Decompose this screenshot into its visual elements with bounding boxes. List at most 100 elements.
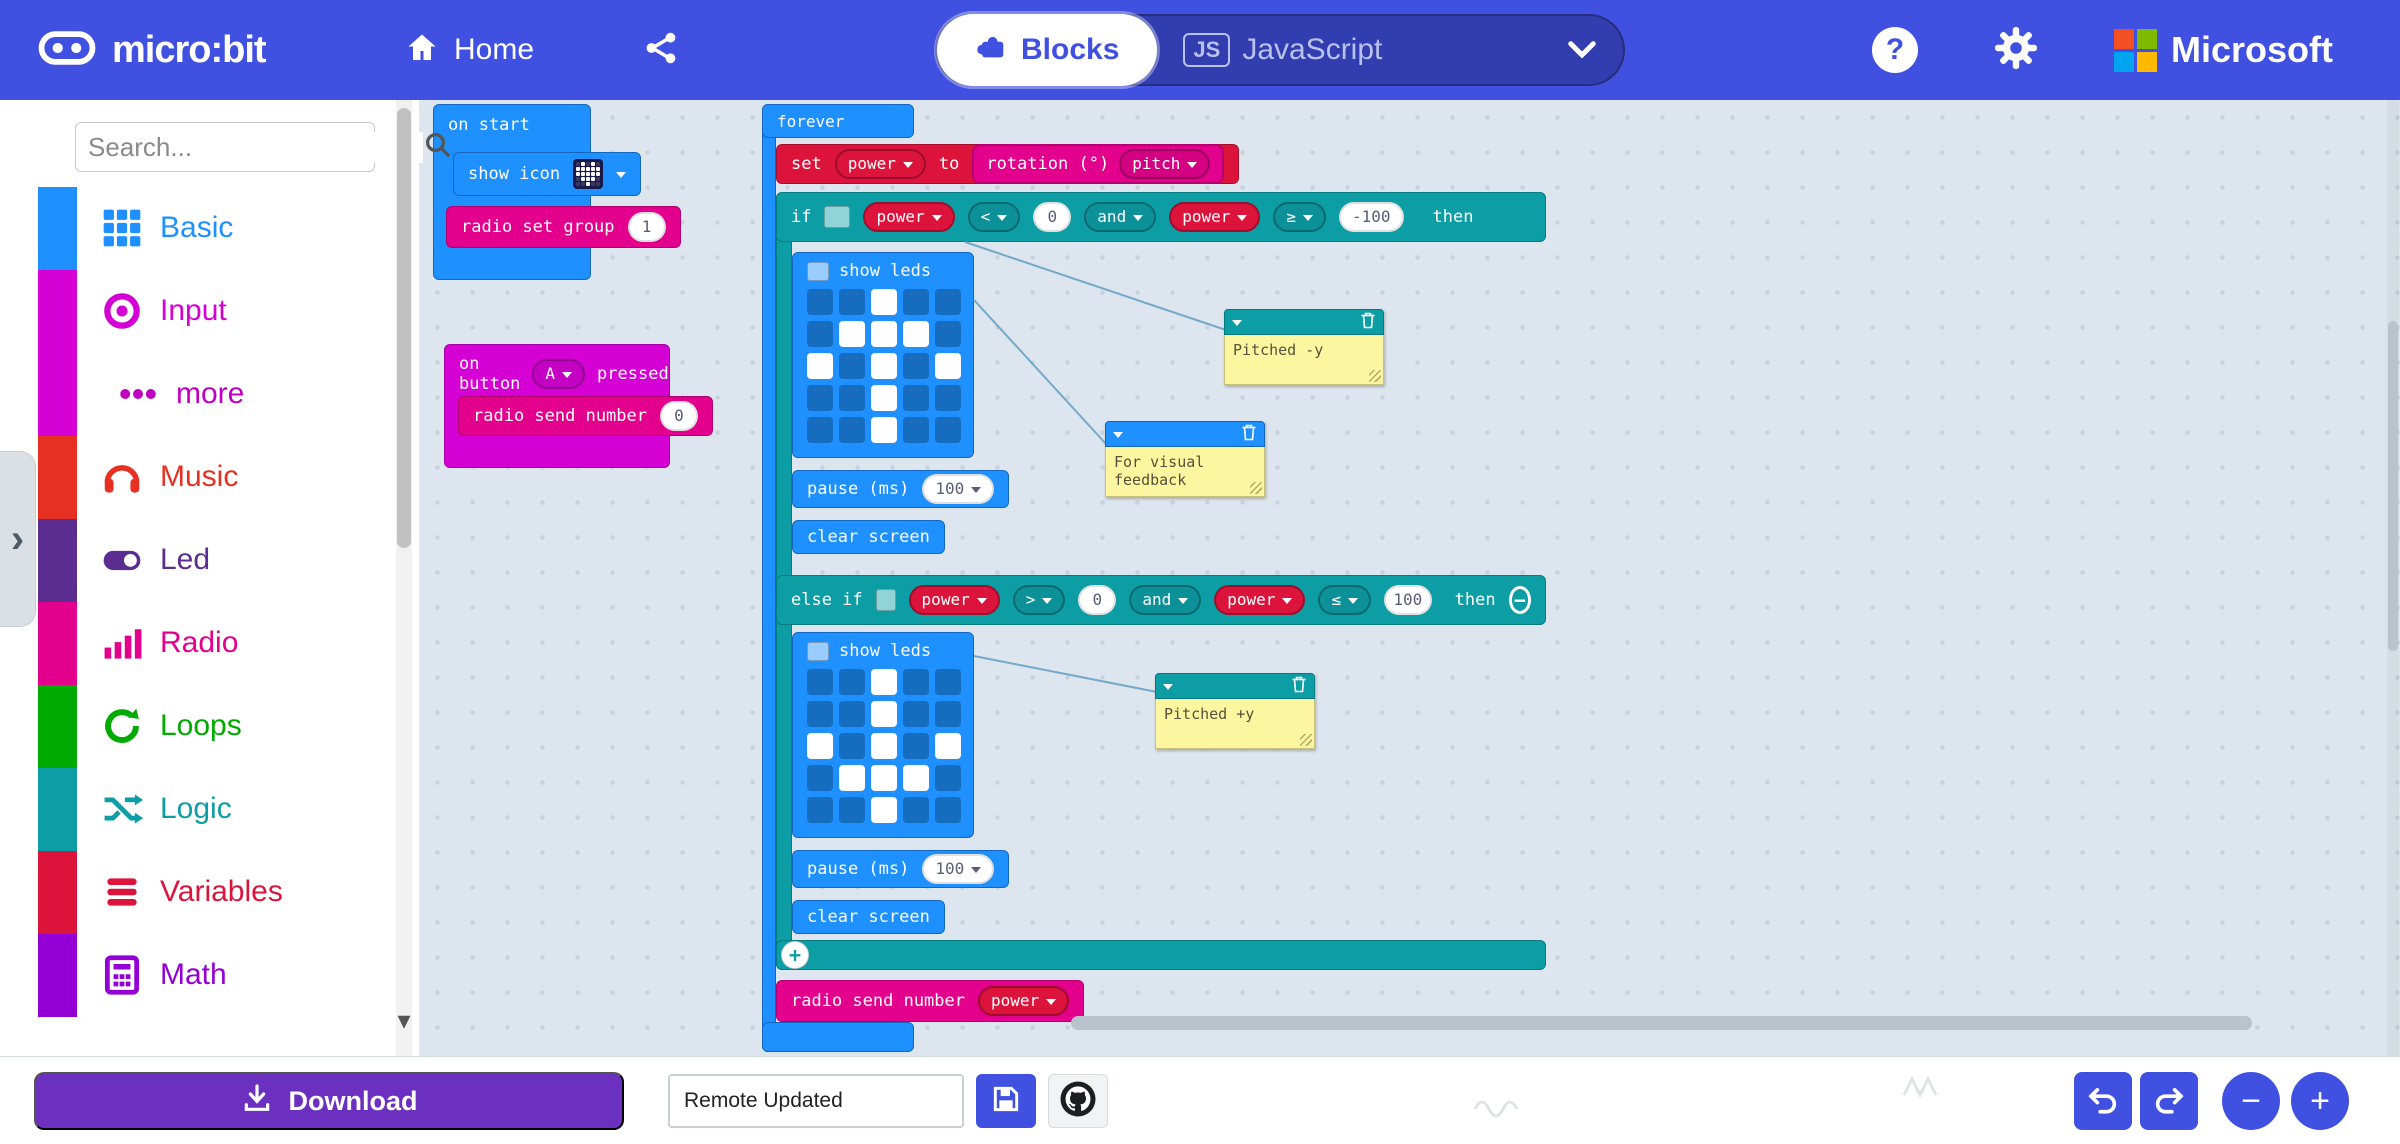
- blocks-workspace[interactable]: on start show icon radio set group 1 on …: [420, 100, 2400, 1056]
- home-button[interactable]: Home: [404, 0, 534, 100]
- simulator-drawer-handle[interactable]: ›: [0, 451, 36, 627]
- pitch-dropdown[interactable]: pitch: [1119, 149, 1211, 179]
- workspace-vscrollbar-thumb[interactable]: [2388, 321, 2398, 651]
- button-dropdown[interactable]: A: [532, 359, 586, 389]
- toolbox-category-loops[interactable]: Loops: [0, 685, 392, 768]
- radio-send-number-block[interactable]: radio send number 0: [458, 396, 713, 436]
- group-number-input[interactable]: 1: [627, 212, 666, 242]
- comment-resize-handle[interactable]: [1369, 370, 1381, 382]
- clear-screen-block[interactable]: clear screen: [792, 900, 945, 934]
- number-input[interactable]: 0: [1078, 585, 1117, 615]
- boolean-and-dropdown[interactable]: and: [1084, 202, 1157, 232]
- remove-branch-button[interactable]: −: [1508, 586, 1531, 614]
- expand-image-icon[interactable]: [824, 206, 851, 228]
- share-button[interactable]: [642, 0, 680, 100]
- editor-dropdown-chevron-icon[interactable]: [1567, 39, 1597, 61]
- led-matrix-editor[interactable]: [807, 669, 961, 823]
- radio-set-group-block[interactable]: radio set group 1: [446, 206, 681, 248]
- rotation-block[interactable]: rotation (°) pitch: [972, 144, 1225, 184]
- workspace-comment[interactable]: Pitched +y: [1155, 673, 1315, 749]
- search-input[interactable]: [88, 131, 423, 163]
- clear-screen-block[interactable]: clear screen: [792, 520, 945, 554]
- tab-javascript[interactable]: JS JavaScript: [1157, 14, 1408, 86]
- comparison-dropdown[interactable]: >: [1012, 585, 1066, 615]
- toolbox-category-math[interactable]: Math: [0, 934, 392, 1017]
- toolbox-category-input[interactable]: Input: [0, 270, 392, 353]
- help-button[interactable]: ?: [1872, 0, 1918, 100]
- zoom-in-button[interactable]: +: [2291, 1072, 2349, 1130]
- variable-power-dropdown[interactable]: power: [834, 149, 926, 179]
- pause-duration-dropdown[interactable]: 100: [922, 474, 995, 504]
- microsoft-logo[interactable]: Microsoft: [2114, 0, 2333, 100]
- forever-block[interactable]: forever: [762, 104, 914, 138]
- microbit-logo[interactable]: micro:bit: [36, 0, 267, 100]
- workspace-comment[interactable]: Pitched -y: [1224, 309, 1384, 385]
- category-color-bar: [38, 851, 77, 934]
- save-button[interactable]: [976, 1074, 1036, 1128]
- comparison-dropdown[interactable]: <: [967, 202, 1021, 232]
- toolbox-category-led[interactable]: Led: [0, 519, 392, 602]
- show-leds-label: show leds: [839, 641, 932, 661]
- comment-resize-handle[interactable]: [1300, 734, 1312, 746]
- number-input[interactable]: -100: [1339, 202, 1404, 232]
- dropdown-caret-icon[interactable]: [616, 172, 627, 178]
- send-number-input[interactable]: 0: [660, 401, 698, 431]
- tab-blocks[interactable]: Blocks: [937, 14, 1158, 86]
- trash-icon[interactable]: [1291, 675, 1307, 698]
- zoom-out-button[interactable]: −: [2222, 1072, 2280, 1130]
- collapse-caret-icon[interactable]: [1113, 432, 1123, 438]
- radio-send-number-block[interactable]: radio send number power: [776, 980, 1085, 1022]
- add-branch-button[interactable]: +: [781, 941, 809, 969]
- toolbox-category-basic[interactable]: Basic: [0, 187, 392, 270]
- download-button[interactable]: Download: [34, 1072, 624, 1130]
- comparison-dropdown[interactable]: ≥: [1273, 202, 1327, 232]
- number-input[interactable]: 0: [1033, 202, 1072, 232]
- show-leds-block[interactable]: show leds: [792, 252, 974, 458]
- workspace-hscrollbar-thumb[interactable]: [1071, 1016, 2252, 1030]
- radio-send-label: radio send number: [791, 991, 965, 1011]
- trash-icon[interactable]: [1241, 423, 1257, 446]
- collapse-caret-icon[interactable]: [1232, 320, 1242, 326]
- number-input[interactable]: 100: [1384, 585, 1432, 615]
- comment-resize-handle[interactable]: [1250, 482, 1262, 494]
- toolbox-scrollbar-thumb[interactable]: [397, 108, 411, 548]
- comment-text[interactable]: Pitched +y: [1155, 699, 1315, 749]
- variable-power-dropdown[interactable]: power: [1169, 202, 1261, 232]
- expand-image-icon[interactable]: [807, 261, 829, 281]
- variable-power-dropdown[interactable]: power: [1214, 585, 1306, 615]
- pause-block[interactable]: pause (ms) 100: [792, 850, 1010, 888]
- else-if-condition-row[interactable]: else if power > 0 and power ≤ 100 then −: [776, 575, 1546, 625]
- comment-text[interactable]: Pitched -y: [1224, 335, 1384, 385]
- set-variable-block[interactable]: set power to rotation (°) pitch: [776, 144, 1240, 184]
- collapse-caret-icon[interactable]: [1163, 684, 1173, 690]
- toolbox-category-radio[interactable]: Radio: [0, 602, 392, 685]
- heart-icon-preview[interactable]: [573, 159, 604, 189]
- show-leds-block[interactable]: show leds: [792, 632, 974, 838]
- workspace-comment[interactable]: For visual feedback: [1105, 421, 1265, 497]
- comparison-dropdown[interactable]: ≤: [1318, 585, 1372, 615]
- pause-block[interactable]: pause (ms) 100: [792, 470, 1010, 508]
- github-button[interactable]: [1048, 1074, 1108, 1128]
- expand-image-icon[interactable]: [875, 589, 896, 611]
- toolbox-category-logic[interactable]: Logic: [0, 768, 392, 851]
- trash-icon[interactable]: [1360, 311, 1376, 334]
- variable-power-dropdown[interactable]: power: [908, 585, 1000, 615]
- boolean-and-dropdown[interactable]: and: [1129, 585, 1202, 615]
- expand-image-icon[interactable]: [807, 641, 829, 661]
- variable-power-dropdown[interactable]: power: [863, 202, 955, 232]
- variable-power-dropdown[interactable]: power: [978, 986, 1070, 1016]
- settings-button[interactable]: [1992, 0, 2040, 100]
- project-name-input[interactable]: [668, 1074, 964, 1128]
- led-matrix-editor[interactable]: [807, 289, 961, 443]
- toolbox-category-variables[interactable]: Variables: [0, 851, 392, 934]
- comment-text[interactable]: For visual feedback: [1105, 447, 1265, 497]
- show-icon-block[interactable]: show icon: [453, 152, 642, 196]
- toolbox-scroll-down-icon[interactable]: ▾: [397, 1005, 411, 1035]
- redo-button[interactable]: [2140, 1072, 2198, 1130]
- toolbox-category-music[interactable]: Music: [0, 436, 392, 519]
- toolbox-category-more[interactable]: more: [0, 353, 392, 436]
- if-condition-row[interactable]: if power < 0 and power ≥ -100 then: [776, 192, 1546, 242]
- pause-duration-dropdown[interactable]: 100: [922, 854, 995, 884]
- undo-button[interactable]: [2074, 1072, 2132, 1130]
- search-icon[interactable]: [423, 130, 453, 165]
